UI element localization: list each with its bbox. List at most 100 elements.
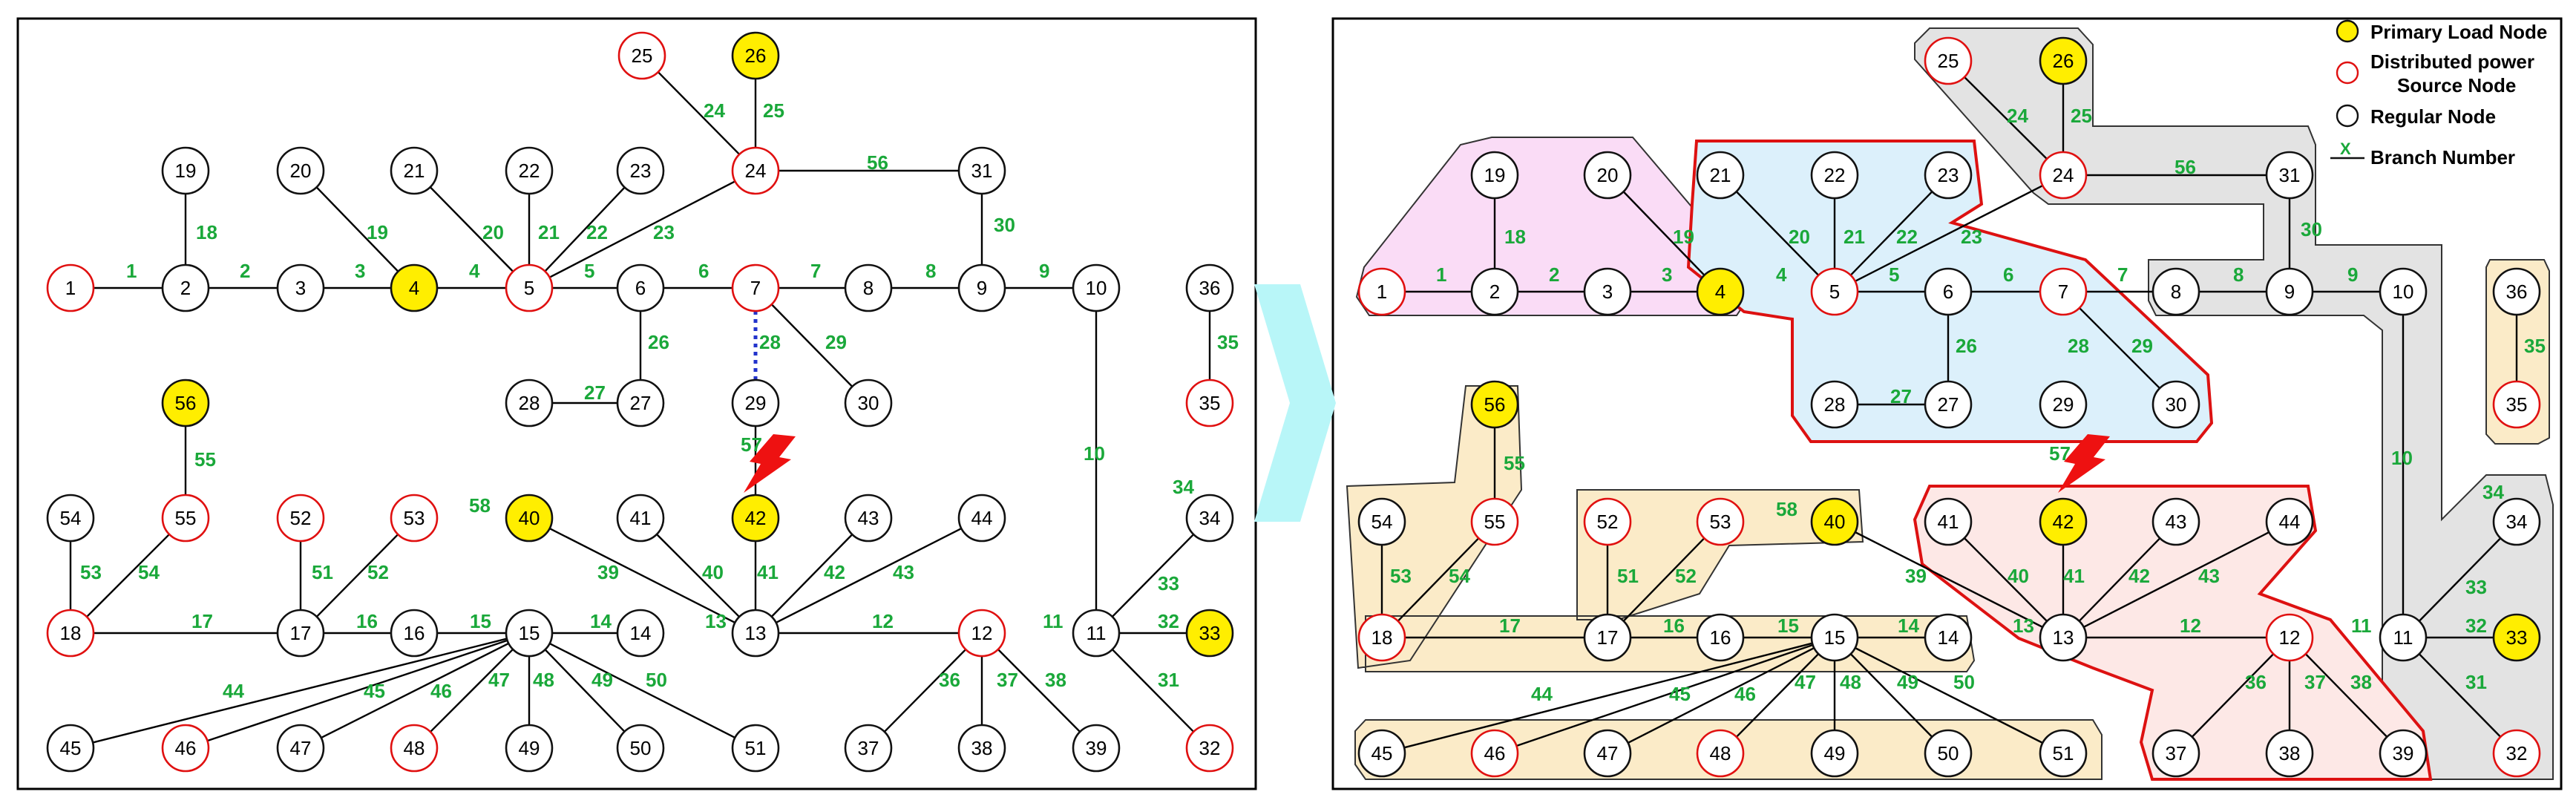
branch-33: [2418, 537, 2502, 622]
node-8: 8: [844, 263, 893, 312]
branch-49: [544, 649, 626, 733]
node-circle: [505, 494, 554, 543]
branch-label-8: 8: [2233, 263, 2244, 286]
branch-38: [2304, 653, 2388, 738]
node-6: 6: [616, 263, 665, 312]
node-label: 29: [745, 392, 767, 414]
branch-label-58: 58: [469, 494, 491, 517]
branch-label-19: 19: [367, 221, 388, 243]
node-32: 32: [2492, 729, 2541, 778]
node-53: 53: [1696, 497, 1745, 546]
node-circle: [1583, 613, 1632, 662]
node-label: 36: [1199, 277, 1221, 299]
branch-43: [776, 527, 962, 624]
node-circle: [1924, 729, 1973, 778]
branch-label-42: 42: [824, 561, 845, 583]
branch-31: [1111, 649, 1195, 733]
branch-label-11: 11: [1043, 610, 1063, 632]
node-20: 20: [276, 146, 325, 195]
branch-label-1: 1: [126, 260, 137, 282]
legend-branch-symbol: X: [2340, 140, 2351, 158]
node-circle: [1470, 380, 1519, 429]
node-label: 46: [1484, 742, 1506, 764]
node-label: 13: [2053, 626, 2074, 649]
legend-dg-label-line2: Source Node: [2397, 74, 2516, 96]
branch-label-9: 9: [1039, 260, 1049, 282]
node-label: 44: [971, 507, 993, 529]
node-circle: [1583, 729, 1632, 778]
node-8: 8: [2151, 267, 2200, 316]
node-6: 6: [1924, 267, 1973, 316]
branch-label-53: 53: [80, 561, 102, 583]
branch-label-39: 39: [597, 561, 619, 583]
branch-label-17: 17: [191, 610, 213, 632]
node-47: 47: [1583, 729, 1632, 778]
node-label: 25: [632, 45, 653, 67]
node-label: 21: [404, 160, 425, 182]
node-3: 3: [1583, 267, 1632, 316]
node-circle: [1924, 36, 1973, 85]
chevron-right-arrow-icon: [1254, 284, 1336, 522]
node-circle: [1357, 613, 1406, 662]
node-label: 3: [295, 277, 306, 299]
branch-label-35: 35: [2524, 335, 2546, 357]
branch-label-6: 6: [698, 260, 709, 282]
node-circle: [390, 263, 439, 312]
branch-label-30: 30: [2301, 218, 2322, 240]
branch-52: [315, 534, 399, 617]
node-circle: [1810, 613, 1859, 662]
node-label: 10: [2393, 281, 2414, 303]
node-label: 47: [290, 737, 312, 759]
node-label: 25: [1938, 50, 1959, 72]
node-29: 29: [2039, 380, 2088, 429]
node-circle: [2151, 380, 2200, 429]
branch-label-7: 7: [2117, 263, 2128, 286]
branch-label-26: 26: [1956, 335, 1977, 357]
node-46: 46: [161, 724, 210, 773]
branch-label-4: 4: [1776, 263, 1787, 286]
branch-label-42: 42: [2128, 565, 2150, 587]
branch-23: [1855, 185, 2043, 282]
node-10: 10: [1072, 263, 1121, 312]
node-7: 7: [2039, 267, 2088, 316]
node-label: 45: [1371, 742, 1393, 764]
node-18: 18: [1357, 613, 1406, 662]
branch-label-40: 40: [702, 561, 724, 583]
node-circle: [957, 724, 1006, 773]
node-label: 23: [1938, 164, 1959, 186]
node-circle: [957, 263, 1006, 312]
branch-label-44: 44: [223, 680, 244, 702]
node-circle: [505, 379, 554, 427]
branch-label-22: 22: [586, 221, 608, 243]
node-label: 38: [2279, 742, 2301, 764]
branch-40: [1963, 537, 2048, 622]
branch-label-43: 43: [893, 561, 914, 583]
node-label: 43: [2166, 511, 2187, 533]
branch-label-7: 7: [810, 260, 821, 282]
node-circle: [1185, 724, 1234, 773]
branch-label-12: 12: [2180, 615, 2201, 637]
branch-label-4: 4: [469, 260, 480, 282]
branch-label-37: 37: [2304, 671, 2326, 693]
node-label: 40: [1824, 511, 1846, 533]
node-52: 52: [1583, 497, 1632, 546]
branch-label-24: 24: [704, 99, 725, 122]
node-50: 50: [1924, 729, 1973, 778]
node-53: 53: [390, 494, 439, 543]
node-circle: [505, 609, 554, 658]
branch-label-28: 28: [759, 331, 781, 353]
node-label: 22: [519, 160, 540, 182]
legend-dg-label-line1: Distributed power: [2370, 50, 2534, 73]
node-circle: [390, 146, 439, 195]
node-label: 43: [858, 507, 879, 529]
node-label: 8: [2171, 281, 2181, 303]
node-24: 24: [2039, 151, 2088, 200]
branch-label-29: 29: [2131, 335, 2153, 357]
node-circle: [731, 724, 780, 773]
node-circle: [844, 379, 893, 427]
branch-44: [1403, 642, 1813, 749]
branch-22: [544, 186, 626, 272]
node-circle: [505, 263, 554, 312]
